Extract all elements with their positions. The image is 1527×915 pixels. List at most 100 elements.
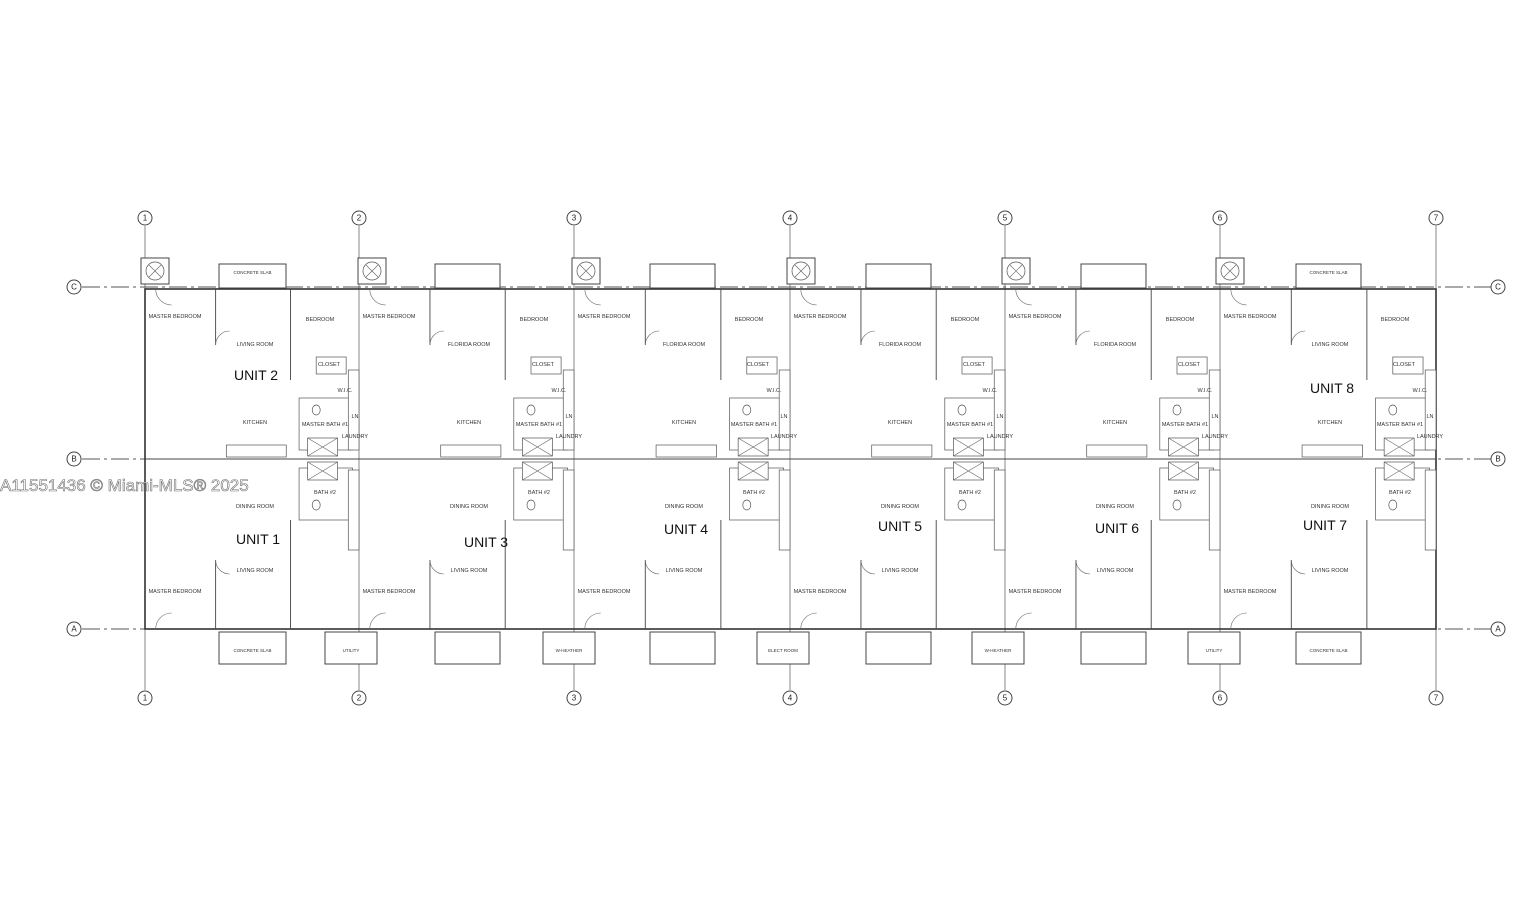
grid-label-right-C: C [1495, 283, 1501, 292]
room-label-kitchen: KITCHEN [457, 420, 481, 426]
shower-box [522, 437, 553, 457]
room-label-living-room: LIVING ROOM [1097, 568, 1134, 574]
bay-walls-5 [1015, 288, 1221, 630]
shower-box [307, 461, 338, 481]
room-label-bath-2: BATH #2 [314, 490, 336, 496]
door-swing [1230, 612, 1247, 630]
room-label-master-bedroom: MASTER BEDROOM [363, 314, 416, 320]
room-label-closet: CLOSET [532, 362, 555, 368]
grid-bubble-top-5 [997, 210, 1013, 226]
grid-label-bottom-4: 4 [788, 694, 793, 703]
room-label-dining-room: DINING ROOM [665, 504, 703, 510]
top-porch-4 [865, 263, 932, 289]
bottom-porch-4 [542, 631, 596, 665]
closet-box [1176, 356, 1208, 375]
shower-box [1383, 461, 1415, 481]
room-label-master-bath: MASTER BATH #1 [516, 422, 562, 428]
closet-vertical [993, 369, 1006, 451]
room-label-master-bedroom: MASTER BEDROOM [363, 589, 416, 595]
room-label-bedroom: BEDROOM [735, 317, 764, 323]
room-label-wic: W.I.C. [1413, 388, 1428, 394]
grid-label-right-B: B [1495, 455, 1500, 464]
room-label-master-bedroom: MASTER BEDROOM [794, 589, 847, 595]
room-label-dining-room: DINING ROOM [881, 504, 919, 510]
closet-vertical [1208, 469, 1221, 551]
bottom-porch-7 [865, 631, 932, 665]
room-label-bath-2: BATH #2 [959, 490, 981, 496]
kitchen-counter [655, 444, 717, 458]
grid-bubble-top-1 [137, 210, 153, 226]
closet-box [961, 356, 993, 375]
bottom-porch-label: CONCRETE SLAB [233, 648, 271, 653]
grid-bubble-right-C [1490, 279, 1506, 295]
fan-blade [148, 264, 162, 278]
bottom-porch-9 [1080, 631, 1147, 665]
bottom-porch-5 [649, 631, 716, 665]
door-swing [155, 288, 172, 306]
room-label-master-bath: MASTER BATH #1 [947, 422, 993, 428]
watermark-text: A11551436 © Miami-MLS® 2025 [0, 476, 249, 495]
room-label-dining-room: DINING ROOM [236, 504, 274, 510]
room-label-bath-2: BATH #2 [528, 490, 550, 496]
bottom-porch-1 [218, 631, 287, 665]
shower-diag [522, 461, 553, 481]
room-label-wic: W.I.C. [983, 388, 998, 394]
room-label-kitchen: KITCHEN [1103, 420, 1127, 426]
door-swing [215, 559, 230, 575]
toilet-icon [526, 499, 536, 511]
room-label-master-bedroom: MASTER BEDROOM [794, 314, 847, 320]
shower-box [307, 437, 338, 457]
toilet-icon [957, 404, 967, 416]
grid-label-left-C: C [71, 283, 77, 292]
room-label-living-room: LIVING ROOM [1312, 342, 1349, 348]
door-swing [644, 330, 660, 346]
closet-vertical [993, 469, 1006, 551]
grid-bubble-top-7 [1428, 210, 1444, 226]
room-label-closet: CLOSET [1393, 362, 1416, 368]
grid-bubble-left-B [66, 451, 82, 467]
room-label-laundry: LAUNDRY [1202, 434, 1229, 440]
shower-diag [1168, 437, 1199, 457]
grid-bubble-top-4 [782, 210, 798, 226]
room-label-master-bath: MASTER BATH #1 [1377, 422, 1423, 428]
closet-box [1392, 356, 1424, 375]
room-label-ln: LN [996, 414, 1003, 420]
ac-unit-5 [1001, 257, 1031, 285]
bottom-porch-label: UTILITY [343, 648, 360, 653]
shower-diag [1168, 461, 1199, 481]
room-label-master-bedroom: MASTER BEDROOM [149, 589, 202, 595]
shower-box [522, 461, 553, 481]
room-label-florida-room: FLORIDA ROOM [879, 342, 922, 348]
room-label-master-bath: MASTER BATH #1 [731, 422, 777, 428]
grid-bubble-bottom-3 [566, 690, 582, 706]
grid-label-top-1: 1 [143, 214, 148, 223]
top-porch-2 [434, 263, 501, 289]
closet-box [746, 356, 778, 375]
shower-box [737, 461, 769, 481]
room-label-living-room: LIVING ROOM [451, 568, 488, 574]
room-label-dining-room: DINING ROOM [1311, 504, 1349, 510]
room-label-ln: LN [1426, 414, 1433, 420]
unit-label-6: UNIT 6 [1095, 520, 1139, 536]
shower-diag [953, 437, 984, 457]
room-label-bedroom: BEDROOM [951, 317, 980, 323]
grid-label-top-2: 2 [357, 214, 362, 223]
grid-bubble-right-B [1490, 451, 1506, 467]
grid-label-bottom-5: 5 [1003, 694, 1008, 703]
door-swing [584, 288, 601, 306]
shower-box [953, 437, 984, 457]
grid-bubble-top-2 [351, 210, 367, 226]
shower-diag [522, 437, 553, 457]
door-swing [584, 612, 601, 630]
room-label-kitchen: KITCHEN [672, 420, 696, 426]
room-label-closet: CLOSET [318, 362, 341, 368]
room-label-bath-2: BATH #2 [1389, 490, 1411, 496]
door-swing [800, 288, 817, 306]
unit-label-3: UNIT 3 [464, 534, 508, 550]
door-swing [1290, 330, 1306, 346]
shower-diag [1384, 437, 1415, 457]
shower-diag [738, 437, 769, 457]
grid-label-bottom-1: 1 [143, 694, 148, 703]
